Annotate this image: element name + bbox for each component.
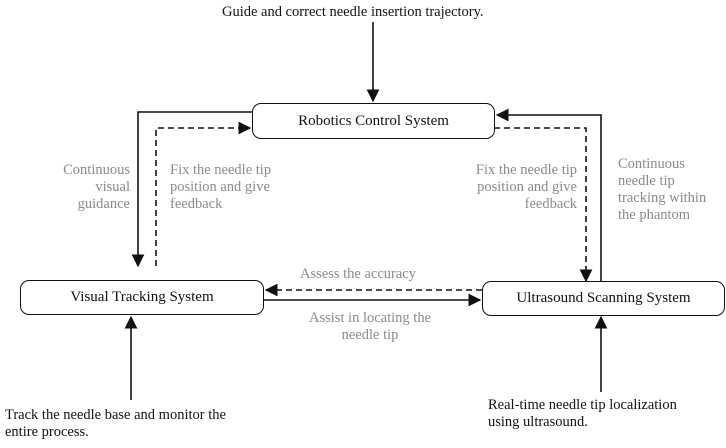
robotics-node-label: Robotics Control System	[298, 112, 449, 129]
visual-node-label: Visual Tracking System	[70, 289, 214, 305]
realtime-localization-label: Real-time needle tip localization using …	[488, 397, 677, 430]
continuous-tip-tracking-label: Continuous needle tip tracking within th…	[618, 156, 707, 223]
robotics-control-system-node: Robotics Control System	[252, 103, 495, 139]
ultrasound-scanning-system-node: Ultrasound Scanning System	[482, 281, 725, 316]
fix-tip-left-label: Fix the needle tip position and give fee…	[170, 162, 272, 212]
arrow-robotics-to-visual	[131, 111, 252, 268]
fix-tip-right-label: Fix the needle tip position and give fee…	[475, 162, 577, 212]
arrow-visual-to-robotics-dashed	[155, 121, 252, 266]
track-base-label: Track the needle base and monitor the en…	[5, 407, 226, 440]
arrow-ultrasound-to-robotics	[495, 108, 602, 281]
assess-accuracy-label: Assess the accuracy	[300, 266, 416, 282]
assist-locating-label: Assist in locating the needle tip	[308, 310, 432, 343]
continuous-visual-guidance-label: Continuous visual guidance	[63, 162, 130, 212]
ultrasound-node-label: Ultrasound Scanning System	[516, 290, 691, 306]
arrow-robotics-to-ultrasound-dashed	[494, 127, 593, 283]
visual-tracking-system-node: Visual Tracking System	[20, 280, 264, 315]
top-input-label: Guide and correct needle insertion traje…	[222, 4, 484, 20]
